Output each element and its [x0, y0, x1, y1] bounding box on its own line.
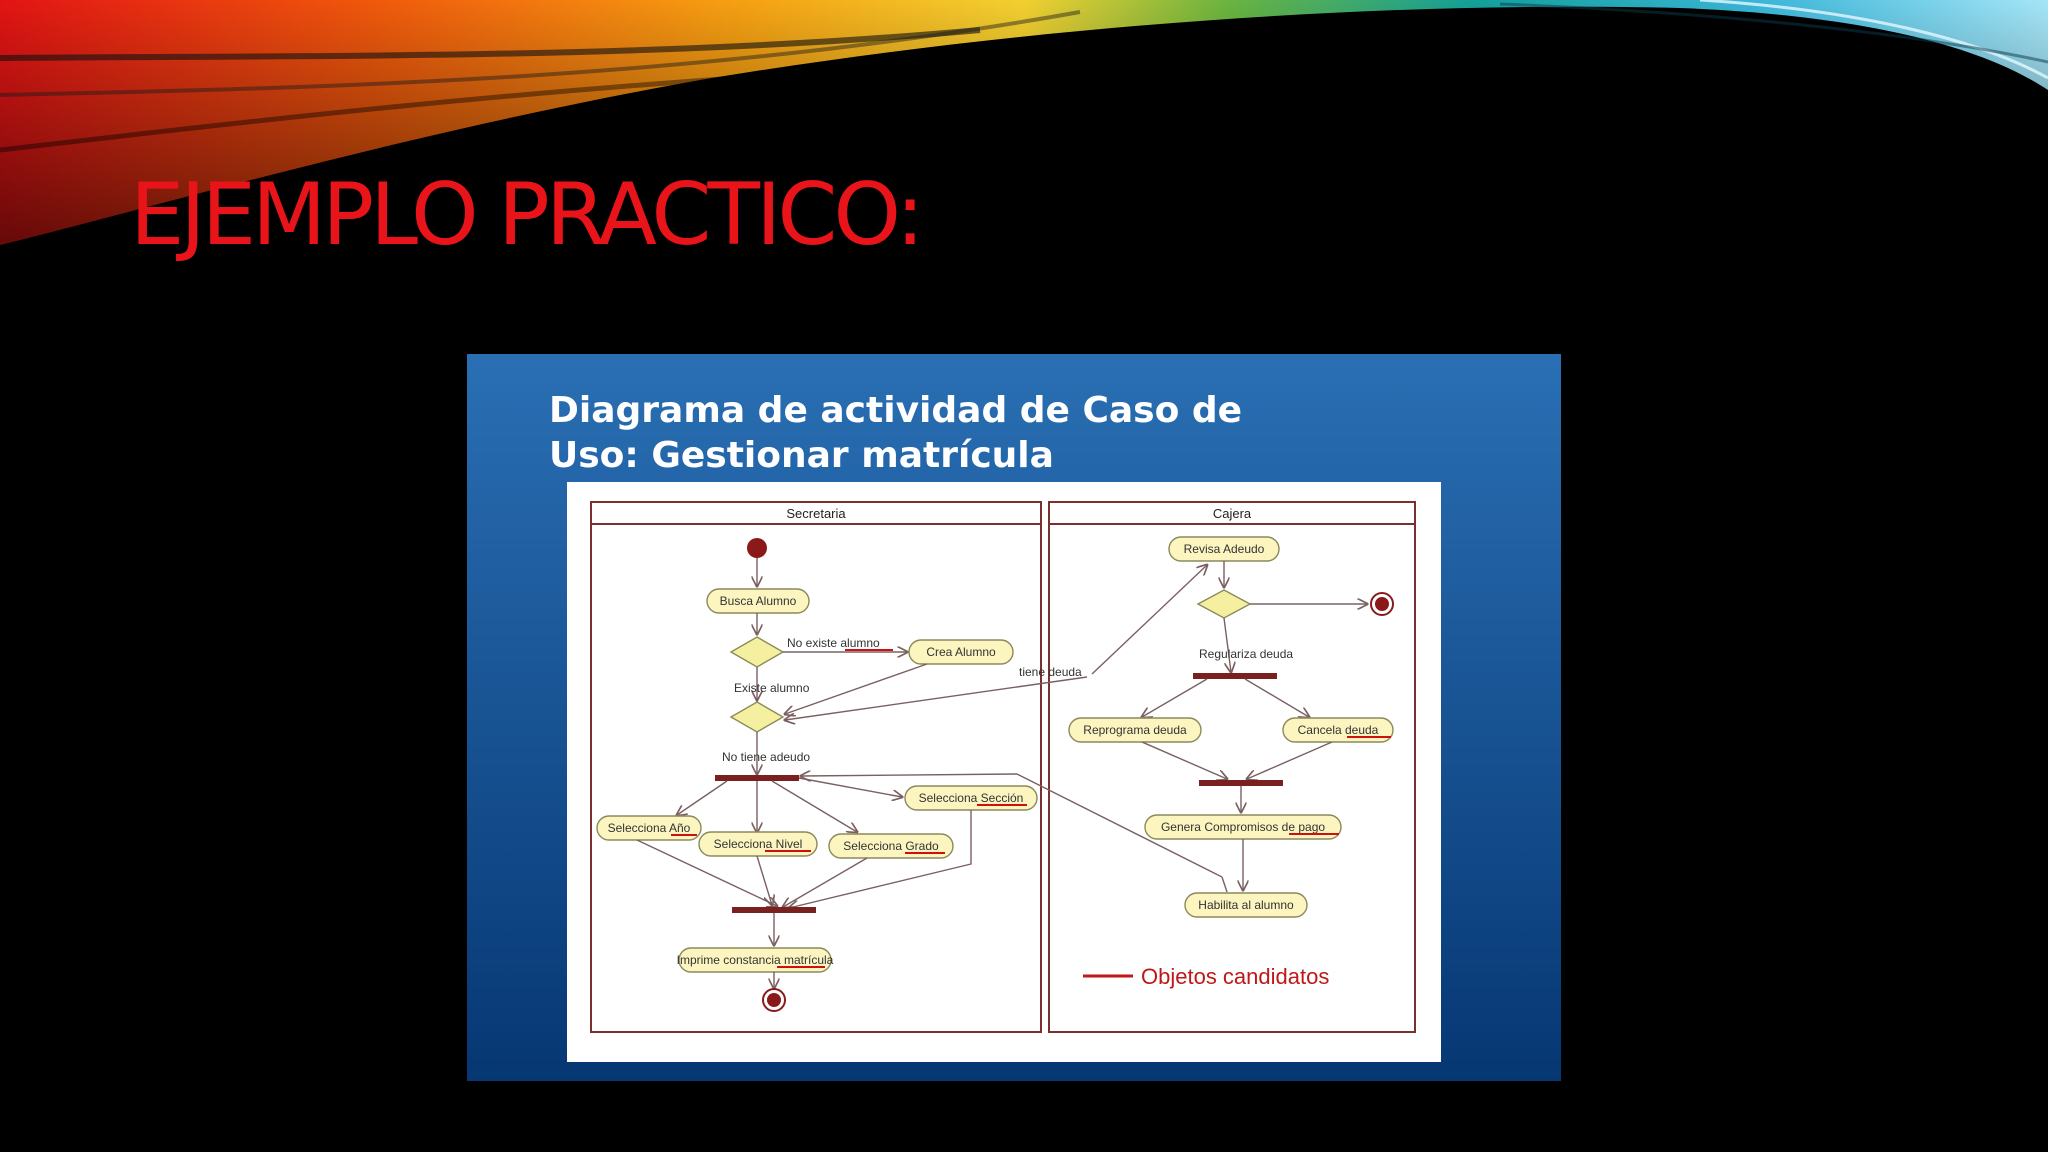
lane-secretaria: [590, 501, 1042, 1033]
activity-habilita-alumno-label: Habilita al alumno: [1198, 898, 1294, 912]
activity-crea-alumno: [908, 639, 1014, 665]
guard-no-existe-alumno: No existe alumno: [787, 636, 880, 650]
activity-reprograma-deuda: [1068, 717, 1202, 743]
activity-diagram: Secretaria Cajera Busca Alumno No existe…: [567, 482, 1441, 1062]
activity-selecciona-grado-label: Selecciona Grado: [843, 839, 939, 853]
activity-busca-alumno-label: Busca Alumno: [720, 594, 797, 608]
panel-title: Diagrama de actividad de Caso de Uso: Ge…: [549, 388, 1242, 478]
decision-regulariza: [1196, 589, 1252, 619]
activity-crea-alumno-label: Crea Alumno: [926, 645, 996, 659]
panel-title-line1: Diagrama de actividad de Caso de: [549, 390, 1243, 431]
join-bar-2: [1199, 780, 1283, 786]
activity-imprime-constancia-label: Imprime constancia matrícula: [677, 953, 834, 967]
initial-node: [747, 538, 767, 558]
guard-no-tiene-adeudo: No tiene adeudo: [722, 750, 810, 764]
activity-selecciona-anio-label: Selecciona Año: [608, 821, 691, 835]
guard-existe-alumno: Existe alumno: [734, 681, 810, 695]
activity-cancela-deuda-label: Cancela deuda: [1298, 723, 1379, 737]
decorative-swoosh: [0, 0, 2048, 245]
final-node-cajera: [1370, 592, 1394, 616]
final-node-secretaria: [762, 988, 786, 1012]
fork-bar-1: [715, 775, 799, 781]
panel-title-line2: Uso: Gestionar matrícula: [549, 435, 1054, 476]
guard-regulariza-deuda: Regulariza deuda: [1199, 647, 1293, 661]
activity-diagram-canvas: Secretaria Cajera Busca Alumno No existe…: [590, 501, 1416, 1033]
join-bar-1: [732, 907, 816, 913]
activity-selecciona-nivel-label: Selecciona Nivel: [714, 837, 803, 851]
activity-selecciona-seccion-label: Selecciona Sección: [919, 791, 1024, 805]
decision-existe-alumno: [729, 636, 785, 668]
activity-genera-compromisos-label: Genera Compromisos de pago: [1161, 820, 1325, 834]
activity-revisa-adeudo-label: Revisa Adeudo: [1184, 542, 1265, 556]
lane-cajera-label: Cajera: [1213, 506, 1252, 521]
decision-tiene-adeudo: [729, 701, 785, 733]
guard-tiene-deuda: tiene deuda: [1019, 665, 1082, 679]
activity-habilita-alumno: [1184, 892, 1308, 918]
activity-busca-alumno: [706, 588, 810, 614]
diagram-image-panel: Diagrama de actividad de Caso de Uso: Ge…: [467, 354, 1561, 1081]
slide-title: EJEMPLO PRACTICO:: [130, 165, 925, 265]
lane-cajera: [1048, 501, 1416, 1033]
legend-label: Objetos candidatos: [1141, 964, 1329, 989]
activity-reprograma-deuda-label: Reprograma deuda: [1083, 723, 1187, 737]
fork-bar-2: [1193, 673, 1277, 679]
lane-secretaria-label: Secretaria: [786, 506, 846, 521]
